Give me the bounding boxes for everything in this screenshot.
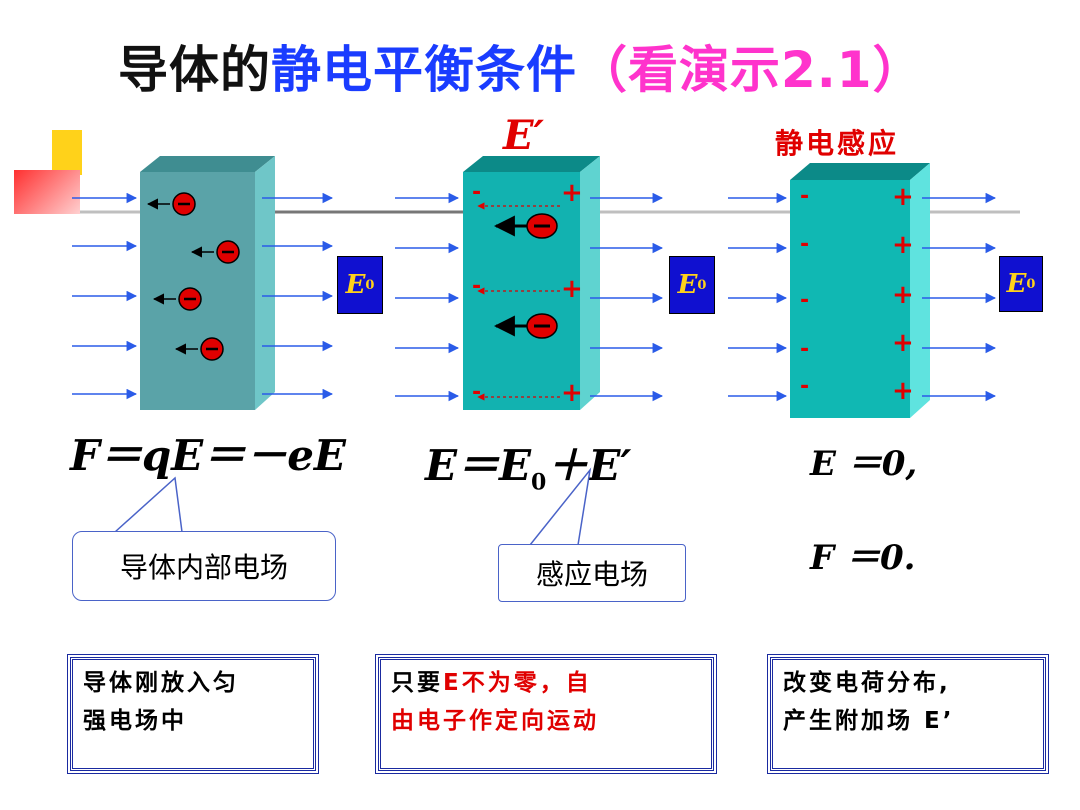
electron-4: [174, 337, 224, 361]
minus-charge: -: [472, 180, 482, 205]
note-line: 产生附加场 E’: [783, 708, 955, 734]
note-line: 只要: [391, 670, 443, 696]
callout-internal-field: 导体内部电场: [72, 531, 336, 601]
electrons-panel-1: [146, 192, 240, 361]
note-line-red: 由电子作定向运动: [391, 708, 599, 734]
plus-charge: +: [892, 328, 914, 358]
title-part-conductor: 导体的: [118, 41, 271, 99]
formula-force-zero: F ＝0.: [810, 538, 916, 578]
field-arrows-panel-1: [72, 192, 334, 400]
note-conductor-placed: 导体刚放入匀 强电场中: [67, 654, 319, 774]
electron-5: [493, 213, 558, 239]
decor-red-square: [14, 170, 80, 214]
conductor-slab-3: [790, 163, 930, 418]
electron-2: [190, 240, 240, 264]
title-close-paren: ）: [872, 41, 924, 99]
title-part-equilibrium: 静电平衡条件: [271, 41, 577, 99]
field-arrows-panel-2: [395, 192, 664, 402]
minus-charge: -: [800, 374, 810, 399]
electrons-panel-2: [493, 213, 558, 339]
field-arrows-panel-3: [728, 192, 997, 402]
formula-field-sum: E＝E0＋E′: [425, 441, 632, 496]
minus-charge: -: [472, 380, 482, 405]
minus-charge: -: [800, 288, 810, 313]
decor-yellow-square: [52, 130, 82, 175]
note-line: 强电场中: [83, 708, 187, 734]
note-charge-distribution: 改变电荷分布, 产生附加场 E’: [767, 654, 1049, 774]
note-line: 改变电荷分布,: [783, 670, 951, 696]
title-open-paren: （: [577, 41, 628, 99]
plus-charge: +: [892, 230, 914, 260]
formula-force: F＝qE＝－eE: [70, 431, 346, 480]
induced-field-label: E′: [503, 112, 545, 159]
title-part-demo: 看演示2.1: [628, 41, 873, 99]
minus-charge: -: [800, 184, 810, 209]
note-line: 导体刚放入匀: [83, 670, 239, 696]
electron-1: [146, 192, 196, 216]
minus-charge: -: [472, 274, 482, 299]
plus-charge: +: [561, 178, 583, 208]
plus-charge: +: [892, 376, 914, 406]
plus-charge: +: [561, 378, 583, 408]
electrostatic-induction-label: 静电感应: [775, 127, 900, 160]
minus-charge: -: [800, 232, 810, 257]
minus-charge: -: [800, 337, 810, 362]
formula-field-zero: E ＝0,: [810, 444, 918, 484]
induced-field-arrows: [477, 202, 560, 401]
electron-3: [152, 287, 202, 311]
callout-induced-field: 感应电场: [498, 544, 686, 602]
plus-charge: +: [892, 280, 914, 310]
note-free-electrons: 只要E不为零，自 由电子作定向运动: [375, 654, 717, 774]
page-title: 导体的静电平衡条件（看演示2.1）: [118, 30, 924, 102]
electron-6: [493, 313, 558, 339]
conductor-slab-1: [140, 156, 275, 410]
plus-charge: +: [892, 182, 914, 212]
plus-charge: +: [561, 274, 583, 304]
note-line-red: E不为零，自: [443, 670, 592, 696]
